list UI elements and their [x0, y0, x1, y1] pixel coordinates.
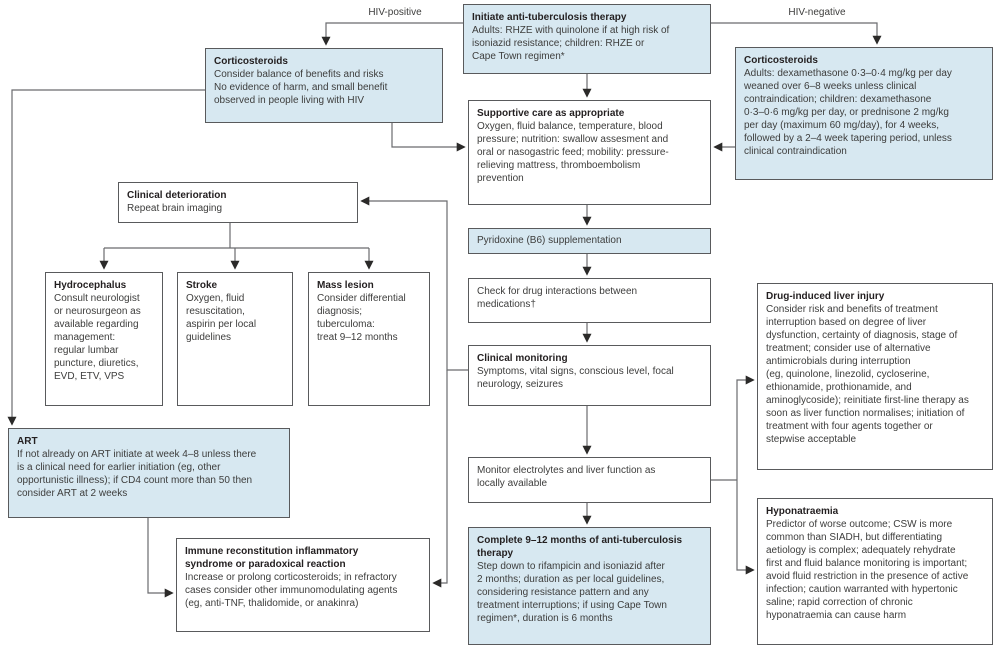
box-clinical-monitoring: Clinical monitoring Symptoms, vital sign…: [468, 345, 711, 406]
box-title: Complete 9–12 months of anti-tuberculosi…: [477, 535, 683, 559]
arrow-corticosteroids-left-to-supportive: [391, 123, 466, 152]
box-body: Adults: RHZE with quinolone if at high r…: [472, 25, 670, 62]
box-title: Drug-induced liver injury: [766, 291, 885, 302]
box-body: Adults: dexamethasone 0·3–0·4 mg/kg per …: [744, 68, 952, 157]
box-title: Mass lesion: [317, 280, 374, 291]
box-title: Corticosteroids: [744, 55, 818, 66]
arrow-hiv-positive-branch: [321, 22, 463, 46]
box-body: Consider differential diagnosis; tubercu…: [317, 293, 406, 343]
branch-label-hiv-negative: HIV-negative: [788, 7, 846, 18]
box-body: Oxygen, fluid balance, temperature, bloo…: [477, 121, 669, 184]
box-complete-therapy: Complete 9–12 months of anti-tuberculosi…: [468, 527, 711, 645]
box-body: Symptoms, vital signs, conscious level, …: [477, 366, 674, 390]
box-title: Stroke: [186, 280, 218, 291]
box-body: Predictor of worse outcome; CSW is more …: [766, 519, 969, 621]
box-title: Hydrocephalus: [54, 280, 127, 291]
box-clinical-deterioration: Clinical deterioration Repeat brain imag…: [118, 182, 358, 223]
box-title: Clinical deterioration: [127, 190, 227, 201]
box-art: ART If not already on ART initiate at we…: [8, 428, 290, 518]
arrow-to-liver-injury: [736, 375, 755, 480]
box-monitor-electrolytes: Monitor electrolytes and liver function …: [468, 457, 711, 503]
box-body: Increase or prolong corticosteroids; in …: [185, 572, 398, 609]
arrow-to-hyponatraemia: [736, 480, 755, 575]
box-supportive-care: Supportive care as appropriate Oxygen, f…: [468, 100, 711, 205]
box-body: If not already on ART initiate at week 4…: [17, 449, 257, 499]
box-body: Oxygen, fluid resuscitation, aspirin per…: [186, 293, 257, 343]
box-drug-interactions: Check for drug interactions between medi…: [468, 278, 711, 323]
arrow-monitoring-to-iris: [432, 370, 448, 588]
branch-label-hiv-positive: HIV-positive: [368, 7, 422, 18]
box-body: Consider risk and benefits of treatment …: [766, 304, 969, 445]
box-corticosteroids-hiv-positive: Corticosteroids Consider balance of bene…: [205, 48, 443, 123]
box-title: Supportive care as appropriate: [477, 108, 625, 119]
box-title: Corticosteroids: [214, 56, 288, 67]
box-body: Consider balance of benefits and risks N…: [214, 69, 388, 106]
arrow-hiv-negative-branch: [711, 22, 882, 45]
box-title: Clinical monitoring: [477, 353, 568, 364]
box-initiate-therapy: Initiate anti-tuberculosis therapy Adult…: [463, 4, 711, 74]
box-title: Initiate anti-tuberculosis therapy: [472, 12, 627, 23]
box-mass-lesion: Mass lesion Consider differential diagno…: [308, 272, 430, 406]
box-body: Consult neurologist or neurosurgeon as a…: [54, 293, 141, 382]
box-body: Step down to rifampicin and isoniazid af…: [477, 561, 667, 624]
box-body: Monitor electrolytes and liver function …: [477, 465, 656, 489]
box-body: Repeat brain imaging: [127, 203, 223, 214]
box-pyridoxine: Pyridoxine (B6) supplementation: [468, 228, 711, 254]
box-body: Check for drug interactions between medi…: [477, 286, 638, 310]
box-title: ART: [17, 436, 38, 447]
box-corticosteroids-hiv-negative: Corticosteroids Adults: dexamethasone 0·…: [735, 47, 993, 180]
arrow-art-to-iris: [147, 518, 174, 598]
box-title: Hyponatraemia: [766, 506, 839, 517]
box-hyponatraemia: Hyponatraemia Predictor of worse outcome…: [757, 498, 993, 645]
box-stroke: Stroke Oxygen, fluid resuscitation, aspi…: [177, 272, 293, 406]
box-title: Immune reconstitution inflammatory syndr…: [185, 546, 359, 570]
box-body: Pyridoxine (B6) supplementation: [477, 235, 622, 246]
box-iris: Immune reconstitution inflammatory syndr…: [176, 538, 430, 632]
box-drug-induced-liver-injury: Drug-induced liver injury Consider risk …: [757, 283, 993, 470]
box-hydrocephalus: Hydrocephalus Consult neurologist or neu…: [45, 272, 163, 406]
